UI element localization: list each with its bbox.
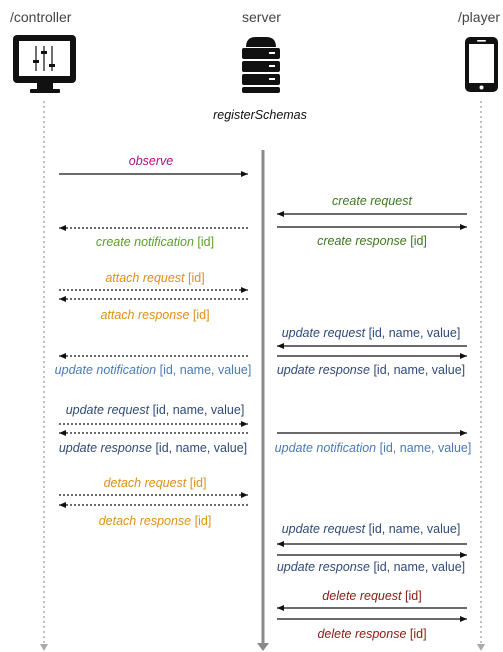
label-detach-request: detach request [id] — [103, 476, 207, 490]
label-delete-request: delete request [id] — [322, 589, 422, 603]
label-update-notification-player: update notification [id, name, value] — [274, 441, 472, 455]
actor-player-label: /player — [458, 9, 501, 25]
label-update-response-controller: update response [id, name, value] — [58, 441, 248, 455]
label-create-response: create response [id] — [317, 234, 427, 248]
label-update-notification-controller: update notification [id, name, value] — [54, 363, 252, 377]
actor-server-label: server — [242, 9, 281, 25]
server-lifeline-end — [257, 643, 269, 651]
label-update-response-player-1: update response [id, name, value] — [276, 363, 466, 377]
label-update-request-player-2: update request [id, name, value] — [281, 522, 461, 536]
controller-lifeline-end — [40, 644, 48, 651]
player-lifeline-end — [477, 644, 485, 651]
label-create-request: create request — [332, 194, 412, 208]
label-update-response-player-2: update response [id, name, value] — [276, 560, 466, 574]
label-detach-response: detach response [id] — [98, 514, 212, 528]
label-attach-request: attach request [id] — [105, 271, 205, 285]
label-observe: observe — [128, 154, 174, 168]
server-stack-icon — [242, 37, 280, 93]
smartphone-icon — [465, 37, 498, 92]
actor-controller-label: /controller — [10, 9, 72, 25]
label-update-request-player-1: update request [id, name, value] — [281, 326, 461, 340]
label-create-notification: create notification [id] — [95, 235, 215, 249]
monitor-with-sliders-icon — [13, 35, 76, 93]
label-attach-response: attach response [id] — [100, 308, 210, 322]
label-update-request-controller: update request [id, name, value] — [65, 403, 245, 417]
register-schemas-label: registerSchemas — [213, 108, 307, 122]
label-delete-response: delete response [id] — [317, 627, 427, 641]
